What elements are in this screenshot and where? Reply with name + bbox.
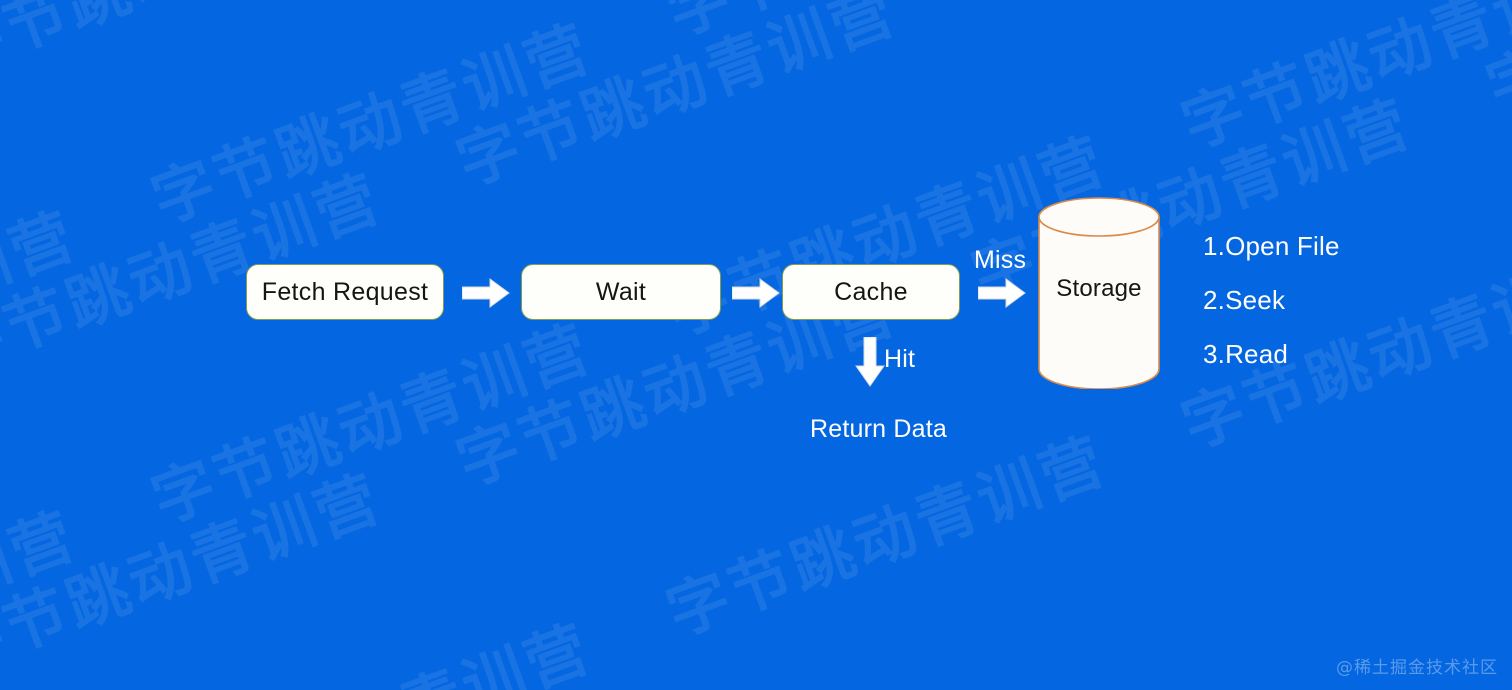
storage-steps-list: 1.Open File 2.Seek 3.Read bbox=[1203, 231, 1463, 393]
node-cache-label: Cache bbox=[834, 277, 908, 306]
list-item-step-3: 3.Read bbox=[1203, 339, 1289, 369]
arrow-down-icon-cache-hit bbox=[855, 336, 885, 387]
node-fetch-request-label: Fetch Request bbox=[261, 277, 429, 306]
arrow-right-icon-fetch-to-wait bbox=[461, 278, 510, 308]
node-wait-label: Wait bbox=[595, 277, 647, 306]
list-item-step-2: 2.Seek bbox=[1203, 285, 1286, 315]
arrow-right-icon-cache-to-storage bbox=[977, 278, 1026, 308]
node-cache[interactable]: Cache bbox=[782, 264, 960, 320]
edge-label-hit: Hit bbox=[884, 345, 916, 373]
arrow-right-icon-wait-to-cache bbox=[731, 278, 780, 308]
edge-label-miss: Miss bbox=[974, 246, 1027, 274]
corner-watermark-label: @稀土掘金技术社区 bbox=[1336, 658, 1498, 678]
edge-label-return-data: Return Data bbox=[810, 415, 947, 443]
node-wait[interactable]: Wait bbox=[521, 264, 721, 320]
list-item-step-1: 1.Open File bbox=[1203, 231, 1340, 261]
node-storage-cylinder[interactable]: Storage bbox=[1038, 197, 1160, 390]
node-fetch-request[interactable]: Fetch Request bbox=[246, 264, 444, 320]
